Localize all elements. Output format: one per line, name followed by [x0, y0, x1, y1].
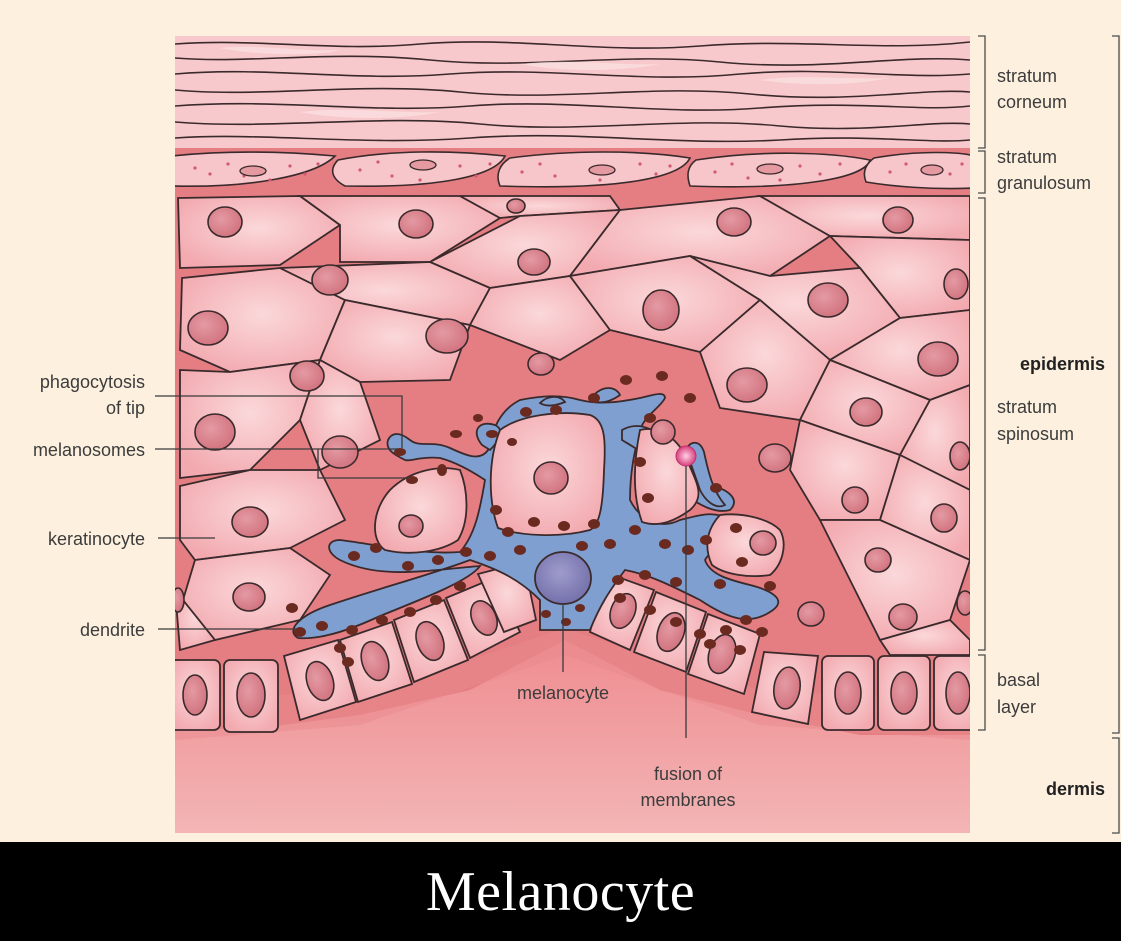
label-dendrite: dendrite	[80, 620, 145, 640]
label-stratum-spinosum-line2: spinosum	[997, 424, 1074, 444]
label-phagocytosis-line2: of tip	[106, 398, 145, 418]
label-stratum-granulosum-line1: stratum	[997, 147, 1057, 167]
label-melanocyte: melanocyte	[517, 683, 609, 703]
label-epidermis: epidermis	[1020, 354, 1105, 374]
stratum-granulosum-layer	[172, 148, 975, 194]
label-fusion-line2: membranes	[640, 790, 735, 810]
stratum-corneum-layer	[175, 36, 970, 148]
melanocyte-nucleus	[535, 552, 591, 604]
caption-bar: Melanocyte	[0, 842, 1121, 941]
label-stratum-corneum-line1: stratum	[997, 66, 1057, 86]
membrane-fusion-point	[676, 446, 696, 466]
label-fusion-line1: fusion of	[654, 764, 723, 784]
tissue-section	[170, 36, 982, 833]
label-phagocytosis-line1: phagocytosis	[40, 372, 145, 392]
melanocyte-diagram: stratum corneum stratum granulosum epide…	[0, 0, 1121, 842]
label-stratum-corneum-line2: corneum	[997, 92, 1067, 112]
label-dermis: dermis	[1046, 779, 1105, 799]
label-keratinocyte: keratinocyte	[48, 529, 145, 549]
label-basal-layer-line2: layer	[997, 697, 1036, 717]
label-stratum-granulosum-line2: granulosum	[997, 173, 1091, 193]
label-basal-layer-line1: basal	[997, 670, 1040, 690]
caption-title: Melanocyte	[426, 860, 695, 924]
label-melanosomes: melanosomes	[33, 440, 145, 460]
label-stratum-spinosum-line1: stratum	[997, 397, 1057, 417]
